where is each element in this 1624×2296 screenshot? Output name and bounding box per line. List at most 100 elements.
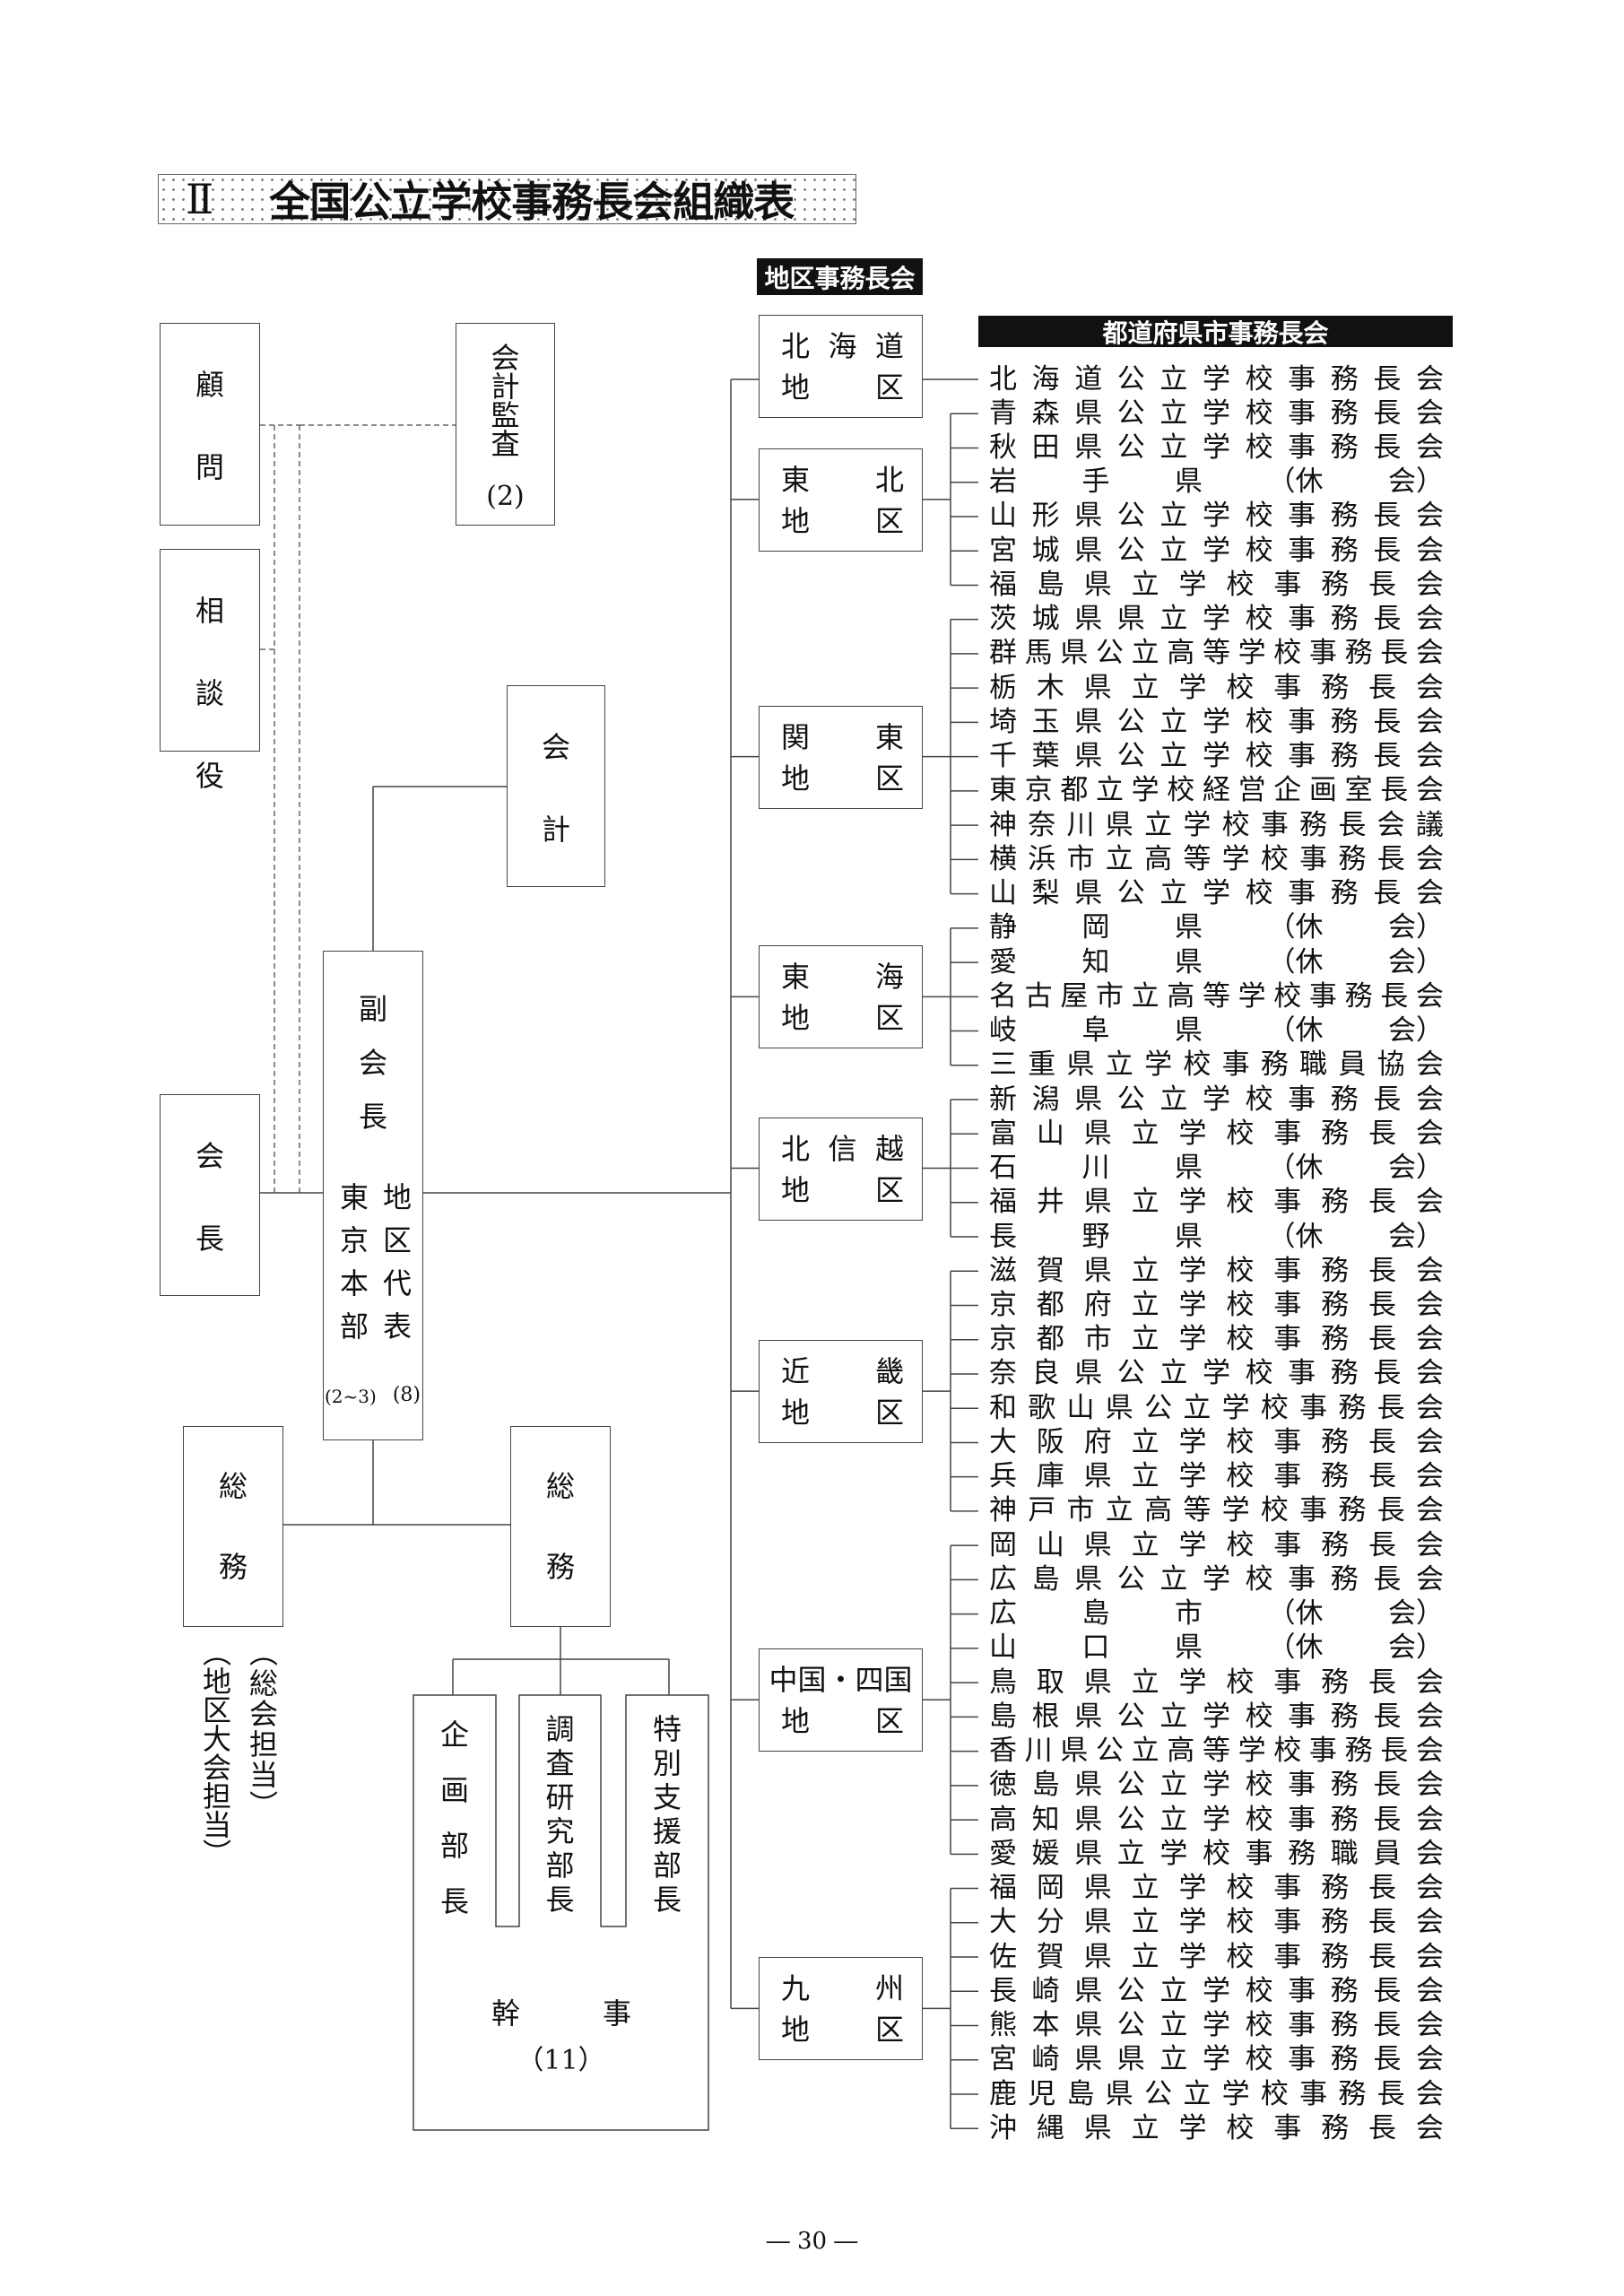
char: 部 <box>340 1309 369 1344</box>
vp-district-label: 地区代表 <box>383 1183 412 1341</box>
district-name-line2: 地区 <box>781 503 904 538</box>
district-name-line2: 地区 <box>781 370 904 404</box>
char: 東 <box>340 1180 369 1214</box>
district-box: 九州地区 <box>759 1957 923 2061</box>
district-box: 近畿地区 <box>759 1340 923 1444</box>
prefecture-association-item: 青森県公立学校事務長会 <box>989 396 1444 430</box>
char: 長 <box>358 1100 387 1134</box>
district-name-line2: 地区 <box>781 1396 904 1431</box>
char: 本 <box>340 1266 369 1300</box>
char: 支 <box>652 1780 682 1814</box>
prefecture-association-item: 山口県（休会） <box>989 1631 1444 1665</box>
prefecture-association-item: 長野県（休会） <box>989 1220 1444 1253</box>
secretary-box <box>413 1694 709 2131</box>
prefecture-association-item: 宮城県公立学校事務長会 <box>989 534 1444 567</box>
char: 代 <box>383 1266 413 1300</box>
char: 長 <box>652 1883 682 1917</box>
prefecture-association-item: 神奈川県立学校事務長会議 <box>989 808 1444 841</box>
page-title: Ⅱ 全国公立学校事務長会組織表 <box>158 174 856 226</box>
district-box: 中国・四国地区 <box>759 1648 923 1752</box>
prefecture-association-item: 佐賀県立学校事務長会 <box>989 1940 1444 1973</box>
prefecture-association-item: 広島県公立学校事務長会 <box>989 1562 1444 1596</box>
prefecture-association-item: 新潟県公立学校事務長会 <box>989 1083 1444 1116</box>
prefecture-association-item: 愛媛県立学校事務職員会 <box>989 1837 1444 1870</box>
general-affairs-left-box: 総務 <box>183 1426 283 1627</box>
prefecture-association-item: 香川県公立高等学校事務長会 <box>989 1735 1444 1768</box>
district-name-line1: 東北 <box>781 462 904 497</box>
prefecture-association-item: 山形県公立学校事務長会 <box>989 500 1444 533</box>
prefecture-association-item: 島根県公立学校事務長会 <box>989 1700 1444 1733</box>
prefecture-association-item: 富山県立学校事務長会 <box>989 1117 1444 1150</box>
district-name-line2: 地区 <box>781 1704 904 1739</box>
prefecture-association-item: 広島市（休会） <box>989 1597 1444 1631</box>
prefecture-association-item: 滋賀県立学校事務長会 <box>989 1254 1444 1287</box>
char: 役 <box>195 759 224 793</box>
vice-president-label: 副会長 <box>324 995 422 1131</box>
special-support-head-label: 特別支援部長 <box>626 1715 708 1914</box>
vp-tokyo-count: (2~3) <box>325 1386 377 1407</box>
prefecture-association-item: 千葉県公立学校事務長会 <box>989 740 1444 773</box>
char: 問 <box>195 450 224 484</box>
audit-label: 会計監査 <box>491 344 519 458</box>
audit-count: (2) <box>486 481 525 512</box>
vice-president-box: 副会長 東京本部 地区代表 (2~3) (8) <box>323 951 423 1440</box>
prefecture-association-item: 奈良県公立学校事務長会 <box>989 1357 1444 1390</box>
char: 長 <box>195 1222 224 1256</box>
prefecture-association-item: 岐阜県（休会） <box>989 1014 1444 1048</box>
char: 顧 <box>195 368 224 402</box>
char: 計 <box>541 813 570 847</box>
prefecture-association-item: 静岡県（休会） <box>989 911 1444 944</box>
prefecture-association-item: 北海道公立学校事務長会 <box>989 362 1444 396</box>
char: 談 <box>195 676 224 710</box>
district-name-line1: 関東 <box>781 719 904 754</box>
vp-district-count: (8) <box>392 1384 421 1406</box>
char: 相 <box>195 594 224 628</box>
char: 長 <box>439 1884 469 1918</box>
prefecture-association-item: 徳島県公立学校事務長会 <box>989 1769 1444 1802</box>
prefecture-association-item: 茨城県県立学校事務長会 <box>989 603 1444 636</box>
char: 会 <box>491 341 520 375</box>
district-box: 東海地区 <box>759 945 923 1049</box>
char: 務 <box>218 1550 248 1584</box>
char: 究 <box>545 1814 575 1848</box>
char: 会 <box>195 1139 224 1173</box>
char: 地 <box>383 1180 413 1214</box>
prefecture-association-item: 福島県立学校事務長会 <box>989 568 1444 601</box>
prefecture-association-item: 大分県立学校事務長会 <box>989 1906 1444 1939</box>
char: 援 <box>652 1814 682 1848</box>
char: 特 <box>652 1712 682 1746</box>
prefecture-association-item: 和歌山県公立学校事務長会 <box>989 1391 1444 1424</box>
char: 企 <box>439 1718 469 1752</box>
prefecture-association-item: 栃木県立学校事務長会 <box>989 671 1444 704</box>
prefecture-association-item: 高知県公立学校事務長会 <box>989 1803 1444 1836</box>
prefecture-association-item: 山梨県公立学校事務長会 <box>989 877 1444 910</box>
prefecture-association-item: 鳥取県立学校事務長会 <box>989 1665 1444 1699</box>
prefecture-association-item: 名古屋市立高等学校事務長会 <box>989 979 1444 1013</box>
prefecture-association-item: 石川県（休会） <box>989 1152 1444 1185</box>
prefecture-association-item: 横浜市立高等学校事務長会 <box>989 842 1444 875</box>
prefecture-association-item: 神戸市立高等学校事務長会 <box>989 1494 1444 1527</box>
char: 画 <box>439 1773 469 1807</box>
char: 長 <box>545 1883 575 1917</box>
prefecture-association-item: 岩手県（休会） <box>989 465 1444 499</box>
prefecture-association-item: 長崎県公立学校事務長会 <box>989 1974 1444 2007</box>
district-name-line1: 中国・四国 <box>769 1663 913 1698</box>
char: 査 <box>545 1746 575 1780</box>
district-name-line1: 近畿 <box>781 1354 904 1389</box>
prefecture-association-item: 京都市立学校事務長会 <box>989 1323 1444 1356</box>
char: 区 <box>383 1223 413 1257</box>
prefecture-association-item: 大阪府立学校事務長会 <box>989 1425 1444 1458</box>
section-numeral: Ⅱ <box>186 175 214 223</box>
district-box: 北信越地区 <box>759 1117 923 1221</box>
prefecture-association-item: 埼玉県公立学校事務長会 <box>989 705 1444 738</box>
district-name-line1: 九州 <box>781 1971 904 2006</box>
treasurer-box: 会計 <box>507 685 605 887</box>
district-name-line2: 地区 <box>781 761 904 796</box>
char: 部 <box>652 1848 682 1883</box>
char: 副 <box>358 992 387 1026</box>
char: 別 <box>652 1746 682 1780</box>
district-name-line1: 北信越 <box>781 1131 904 1166</box>
district-header: 地区事務長会 <box>757 258 923 295</box>
prefecture-association-item: 秋田県公立学校事務長会 <box>989 430 1444 464</box>
title-text: 全国公立学校事務長会組織表 <box>269 178 795 226</box>
